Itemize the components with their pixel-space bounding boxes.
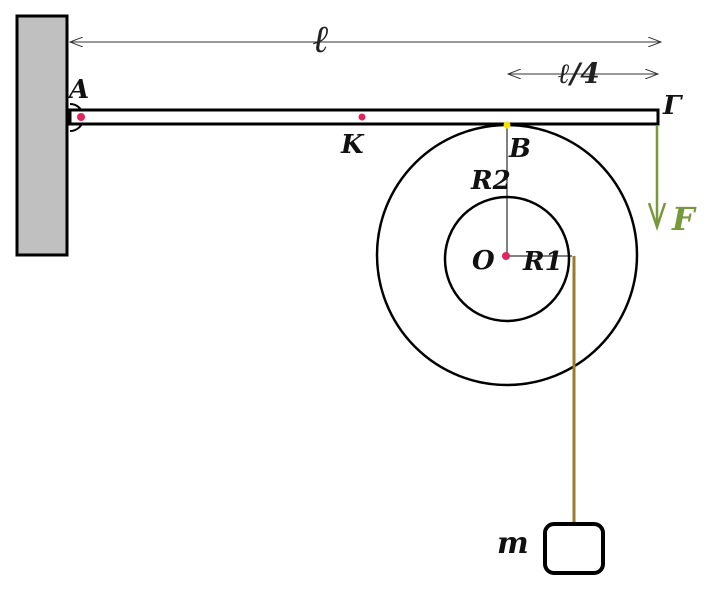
mass-block xyxy=(543,522,605,575)
radius-outer-label-text: R2 xyxy=(470,166,511,196)
point-k-label: K xyxy=(340,130,365,160)
point-gamma-label: Γ xyxy=(662,91,683,121)
point-b-label: B xyxy=(508,134,531,164)
point-a-marker xyxy=(77,113,85,121)
point-k-marker xyxy=(358,113,366,121)
quarter-length-label: ℓ/4 xyxy=(557,57,600,90)
radius-outer-label: R2 xyxy=(470,166,511,196)
wall xyxy=(15,14,69,257)
point-a-label: A xyxy=(66,75,89,105)
center-label: O xyxy=(472,246,495,276)
center-marker xyxy=(502,252,510,260)
radius-inner-label-text: R1 xyxy=(522,247,563,277)
mass-label: m xyxy=(497,526,529,561)
radius-inner-label: R1 xyxy=(522,247,563,277)
force-arrow-head xyxy=(647,202,667,231)
contact-point-marker xyxy=(503,121,511,129)
length-label: ℓ xyxy=(313,16,329,61)
force-label: F xyxy=(671,200,697,238)
